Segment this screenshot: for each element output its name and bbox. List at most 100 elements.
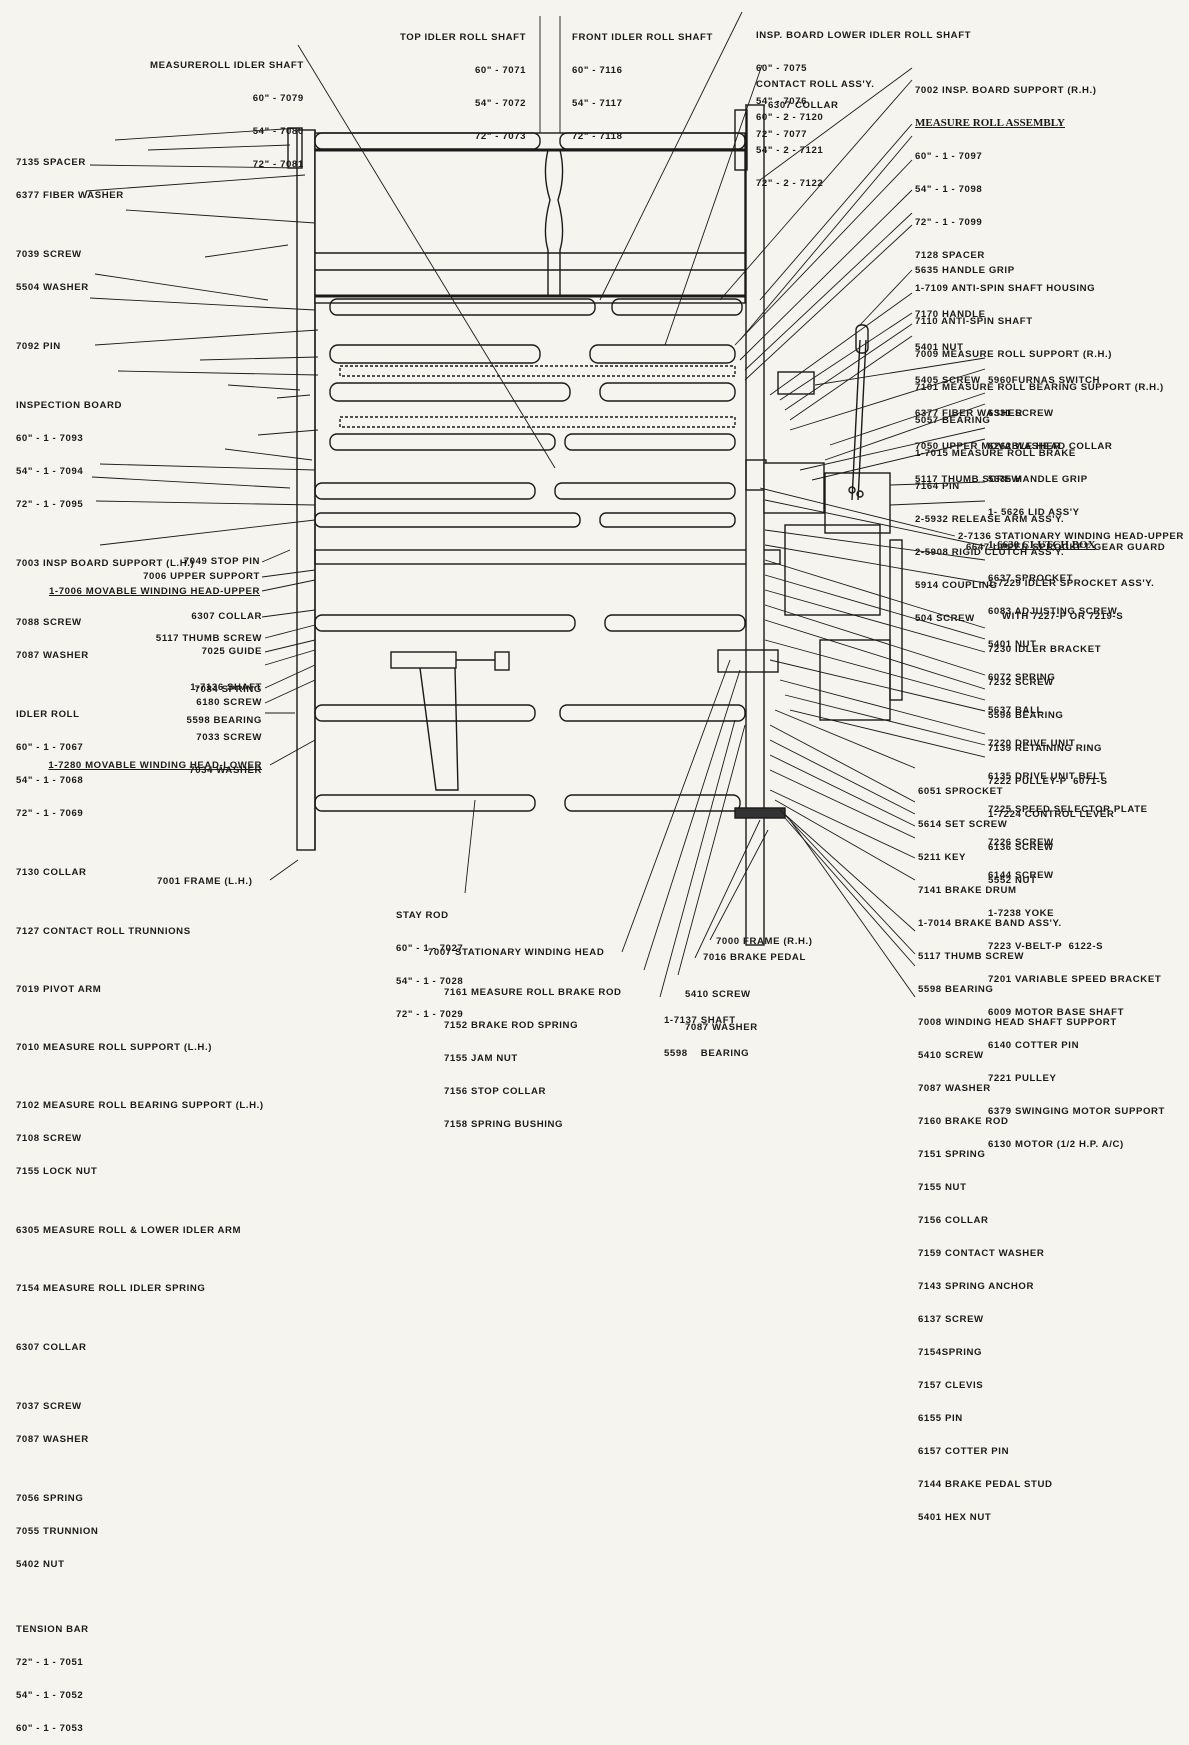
callout-part: 7164 PIN [915, 481, 960, 492]
callout-part: 54" - 7076 [756, 96, 808, 107]
callout-handle-grip: 5635 HANDLE GRIP [915, 265, 1015, 276]
callout-part: 7037 SCREW [16, 1401, 82, 1412]
callout-part: 5637 BALL [988, 705, 1043, 716]
callout-part: 2-5932 RELEASE ARM ASS'Y. [915, 514, 1065, 525]
callout-part: 7159 CONTACT WASHER [918, 1248, 1045, 1259]
clutch-box [763, 462, 825, 514]
callout-part: WITH 7227-P OR 7219-S [1002, 611, 1124, 622]
callout-part: 60" - 7071 [474, 65, 527, 76]
callout-part: 7128 SPACER [915, 250, 985, 261]
callout-part: 6637 SPROCKET [988, 573, 1074, 584]
callout-part: 60" - 7116 [572, 65, 623, 76]
callout-part: 6377 FIBER WASHER [16, 190, 124, 201]
callout-part: 7152 BRAKE ROD SPRING [444, 1020, 579, 1031]
callout-part: 54" - 1 - 7028 [396, 976, 464, 987]
furnas-switch [777, 371, 815, 395]
callout-part: 7154 MEASURE ROLL IDLER SPRING [16, 1283, 206, 1294]
callout-stop-pin: 7049 STOP PIN [183, 556, 260, 567]
brake-pedal [734, 807, 786, 819]
callout-part: 5960FURNAS SWITCH [988, 375, 1101, 386]
callout-part: 7088 SCREW [16, 617, 82, 628]
callout-upper-sprocket-gear-guard: 6647 UPPER SPROCKET GEAR GUARD [966, 542, 1166, 553]
callout-part: 5117 THUMB SCREW [915, 474, 1022, 485]
callout-guide: 7025 GUIDE [201, 646, 262, 657]
callout-part: 60" - 7075 [756, 63, 808, 74]
callout-part: 72" - 7081 [252, 159, 304, 170]
callout-part: 54" - 1 - 7098 [915, 184, 983, 195]
drive-unit [824, 472, 891, 534]
callout-part: 6157 COTTER PIN [918, 1446, 1010, 1457]
callout-part: TENSION BAR [16, 1624, 89, 1635]
callout-part: 54" - 7117 [572, 98, 623, 109]
callout-part: 54" - 7080 [252, 126, 304, 137]
callout-part: 60" - 1 - 7097 [915, 151, 983, 162]
callout-right-group-2: 7170 HANDLE 5401 NUT 5405 SCREW 6377 FIB… [915, 287, 1112, 496]
callout-screw-washer: 7033 SCREW 7034 WASHER [120, 710, 262, 787]
callout-front-idler-roll-shaft: FRONT IDLER ROLL SHAFT 60" - 7116 54" - … [572, 10, 713, 153]
callout-part: 6331 SCREW [988, 408, 1054, 419]
callout-part: 54" - 2 - 7121 [756, 145, 824, 156]
callout-part: 60" - 1 - 7067 [16, 742, 84, 753]
callout-part: 60" - 1 - 7053 [16, 1723, 84, 1734]
callout-part: 7232 SCREW [988, 677, 1054, 688]
callout-part: 5401 NUT [988, 639, 1037, 650]
movable-winding-head-lower [390, 651, 457, 669]
callout-part: 54" - 1 - 7052 [16, 1690, 84, 1701]
callout-part: 504 SCREW [915, 613, 975, 624]
callout-part: 7055 TRUNNION [16, 1526, 99, 1537]
callout-part: 7087 WASHER [918, 1083, 991, 1094]
callout-part: 6262 WASHER [988, 441, 1061, 452]
callout-part: 7201 VARIABLE SPEED BRACKET [988, 974, 1162, 985]
callout-part: INSPECTION BOARD [16, 400, 123, 411]
callout-part: 7144 BRAKE PEDAL STUD [918, 1479, 1053, 1490]
callout-part: 7108 SCREW [16, 1133, 82, 1144]
callout-part: 72" - 2 - 7122 [756, 178, 824, 189]
callout-part: 72" - 7077 [756, 129, 808, 140]
callout-part: 60" - 1 - 7027 [396, 943, 464, 954]
callout-part: 5410 SCREW [685, 989, 751, 1000]
callout-part: 72" - 1 - 7095 [16, 499, 84, 510]
callout-part: IDLER ROLL [16, 709, 80, 720]
callout-part: 54" - 1 - 7094 [16, 466, 84, 477]
inspection-board [314, 132, 746, 304]
callout-part: 6072 SPRING [988, 672, 1056, 683]
callout-part: 72" - 1 - 7069 [16, 808, 84, 819]
callout-upper-support: 7006 UPPER SUPPORT [143, 571, 260, 582]
callout-part: 1-7238 YOKE [988, 908, 1055, 919]
callout-part: 6137 SCREW [918, 1314, 984, 1325]
frame-rh [745, 104, 765, 946]
callout-part: 7019 PIVOT ARM [16, 984, 102, 995]
callout-part: 7087 WASHER [16, 1434, 89, 1445]
callout-part: 7170 HANDLE [915, 309, 986, 320]
callout-part: 5598 BEARING [186, 715, 262, 726]
callout-title: CONTACT ROLL ASS'Y. [756, 79, 875, 90]
callout-part: 7130 COLLAR [16, 867, 87, 878]
callout-part: 7008 WINDING HEAD SHAFT SUPPORT [918, 1017, 1117, 1028]
callout-frame-lh: 7001 FRAME (L.H.) [157, 876, 253, 887]
callout-part: 7139 RETAINING RING [988, 743, 1103, 754]
callout-part: 5598 BEARING [988, 710, 1064, 721]
callout-part: 5504 WASHER [16, 282, 89, 293]
callout-top-idler-roll-shaft: TOP IDLER ROLL SHAFT 60" - 7071 54" - 70… [400, 10, 526, 153]
callout-brake-pedal: 7016 BRAKE PEDAL [703, 952, 806, 963]
callout-part: 5401 NUT [915, 342, 964, 353]
callout-part: 5057 BEARING [915, 415, 991, 426]
callout-part: 1-7014 BRAKE BAND ASS'Y. [918, 918, 1062, 929]
callout-part: 7225 SPEED SELECTOR PLATE [988, 804, 1148, 815]
callout-part: 5410 SCREW [918, 1050, 984, 1061]
callout-part: 7002 INSP. BOARD SUPPORT (R.H.) [915, 85, 1097, 96]
callout-collar-top: 6307 COLLAR [768, 100, 839, 111]
callout-clutch-box: 1-6630 CLUTCH BOX [988, 539, 1096, 551]
callout-part: 5405 SCREW [915, 375, 981, 386]
callout-part: 7157 CLEVIS [918, 1380, 984, 1391]
callout-part: 1-7224 CONTROL LEVER [988, 809, 1115, 820]
callout-part: 5614 SET SCREW [918, 819, 1008, 830]
callout-part: 7110 ANTI-SPIN SHAFT [915, 316, 1033, 327]
callout-part: 72" - 1 - 7099 [915, 217, 983, 228]
callout-part: 7050 UPPER MOVABLE HEAD COLLAR [915, 441, 1113, 452]
callout-brake-rod-group: 7161 MEASURE ROLL BRAKE ROD 7152 BRAKE R… [444, 965, 622, 1141]
callout-part: 7003 INSP BOARD SUPPORT (L.H.) [16, 558, 195, 569]
callout-part: 1-7015 MEASURE ROLL BRAKE [915, 448, 1076, 459]
callout-part: 7143 SPRING ANCHOR [918, 1281, 1035, 1292]
callout-part: 5402 NUT [16, 1559, 65, 1570]
